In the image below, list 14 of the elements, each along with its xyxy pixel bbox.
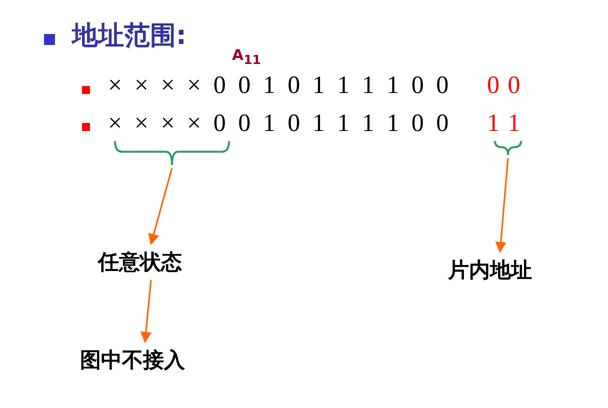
curly-brace bbox=[114, 140, 230, 166]
arrow bbox=[148, 168, 173, 246]
address-bit-label: A$_{11}$ bbox=[232, 46, 262, 67]
node-label: 任意状态 bbox=[98, 248, 204, 278]
arrow bbox=[495, 158, 509, 254]
binary-address: × × × × 0 0 1 0 1 1 1 1 0 0 bbox=[108, 110, 449, 138]
binary-address: 0 0 bbox=[487, 72, 520, 100]
node-label: 图中不接入 bbox=[80, 346, 210, 376]
heading: 地址范围: bbox=[72, 20, 186, 53]
binary-address: 1 1 bbox=[487, 110, 520, 138]
arrow bbox=[140, 280, 152, 344]
curly-brace bbox=[494, 140, 522, 156]
node-label: 片内地址 bbox=[448, 256, 552, 286]
binary-address: × × × × 0 0 1 0 1 1 1 1 0 0 bbox=[108, 72, 449, 100]
